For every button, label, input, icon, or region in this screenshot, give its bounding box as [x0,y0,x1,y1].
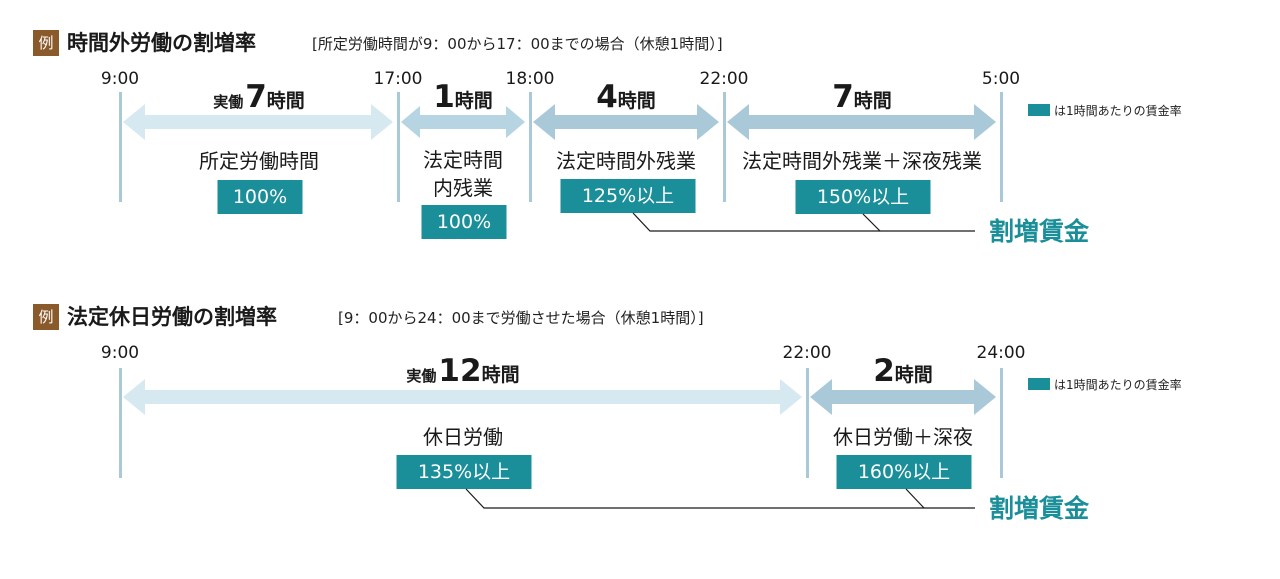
rate-badge: 100% [217,180,303,214]
rate-badge: 150%以上 [795,180,931,214]
example-tag: 例 [33,304,59,330]
duration-label: 実働7時間 [213,79,305,115]
time-tick [1000,368,1003,478]
legend: は1時間あたりの賃金率 [1028,378,1182,392]
rate-badge: 160%以上 [836,455,972,489]
time-label: 9:00 [100,343,140,363]
work-category-label: 法定時間外残業 [556,149,696,173]
time-label: 24:00 [976,343,1026,363]
duration-arrow [810,379,996,415]
connector-line [632,212,975,232]
time-tick [723,92,726,202]
section-title: 時間外労働の割増率 [67,31,256,55]
duration-arrow [123,104,393,140]
time-tick [529,92,532,202]
work-category-label: 法定時間外残業＋深夜残業 [742,149,982,173]
time-label: 22:00 [699,69,749,89]
time-tick [806,368,809,478]
duration-arrow [123,379,802,415]
work-category-label: 休日労働＋深夜 [833,425,973,449]
example-tag: 例 [33,30,59,56]
duration-label: 実働12時間 [406,353,520,389]
premium-wage-label: 割増賃金 [989,494,1090,523]
time-tick [119,368,122,478]
time-label: 22:00 [782,343,832,363]
duration-arrow [401,106,525,138]
arrows-section2 [123,379,996,415]
time-label: 5:00 [981,69,1021,89]
legend-swatch [1028,104,1050,116]
time-tick [397,92,400,202]
premium-connector [632,212,975,232]
duration-arrow [533,104,719,140]
connector-line [465,488,975,509]
time-label: 17:00 [373,69,423,89]
duration-label: 1時間 [433,79,493,115]
work-category-label: 法定時間 内残業 [423,148,503,200]
time-tick [1000,92,1003,202]
connector-line [862,213,881,232]
legend-swatch [1028,378,1050,390]
rate-badge: 100% [421,205,507,239]
time-tick [119,92,122,202]
section-title: 法定休日労働の割増率 [67,305,277,329]
section-subtitle: [所定労働時間が9：00から17：00までの場合（休憩1時間）] [312,35,723,53]
time-label: 9:00 [100,69,140,89]
duration-arrow [727,104,996,140]
section-subtitle: [9：00から24：00まで労働させた場合（休憩1時間）] [338,309,704,327]
work-category-label: 休日労働 [423,425,503,449]
rate-badge: 125%以上 [560,179,696,213]
connector-line [905,488,925,509]
time-label: 18:00 [505,69,555,89]
rate-badge: 135%以上 [396,455,532,489]
premium-wage-label: 割増賃金 [989,217,1090,246]
duration-label: 4時間 [596,79,656,115]
duration-label: 2時間 [873,353,933,389]
legend: は1時間あたりの賃金率 [1028,104,1182,118]
work-category-label: 所定労働時間 [199,149,319,173]
premium-connector [465,488,975,509]
arrows-section1 [123,104,996,140]
duration-label: 7時間 [832,79,892,115]
